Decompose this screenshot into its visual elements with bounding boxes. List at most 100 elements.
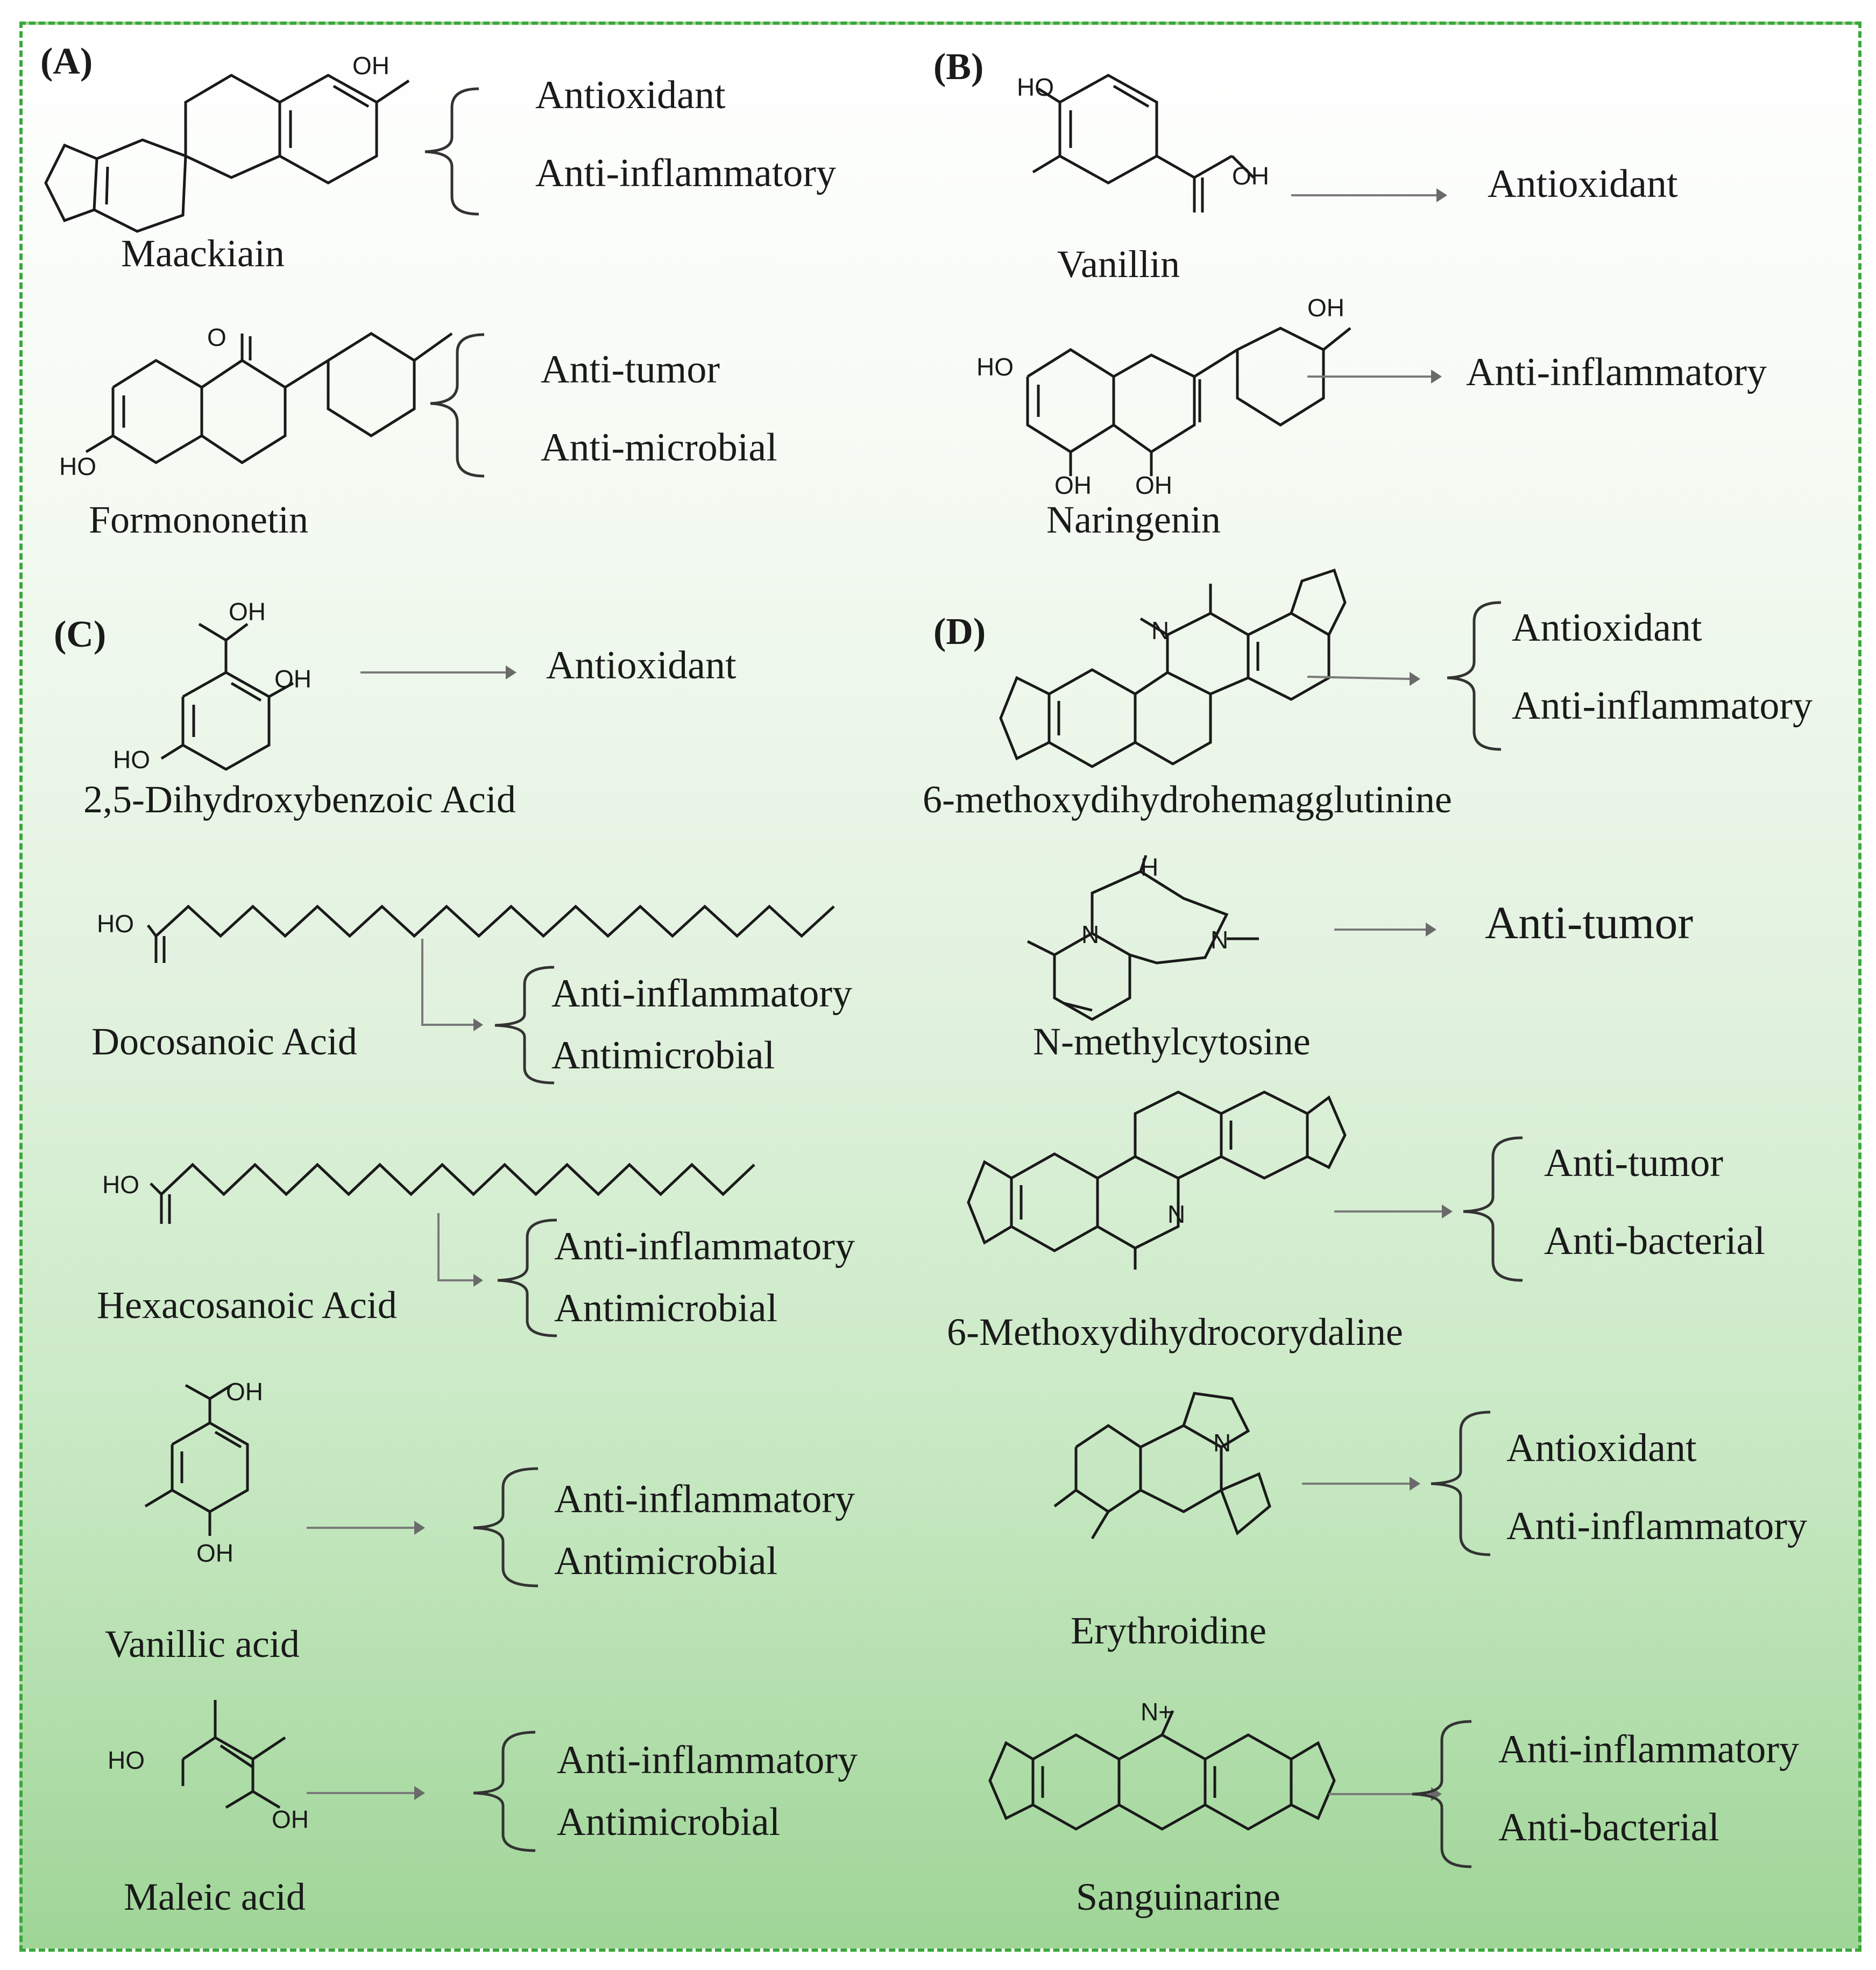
atom-h: H xyxy=(1141,853,1159,881)
dhba-structure xyxy=(160,622,294,771)
arrow-naringenin xyxy=(1307,370,1442,384)
brace-maackiain xyxy=(424,87,479,216)
arrow-hexacosanoic xyxy=(437,1213,483,1287)
atom-oh: OH xyxy=(229,598,266,626)
effect-vanillin-1: Antioxidant xyxy=(1488,162,1678,206)
atom-n-plus: N+ xyxy=(1141,1698,1173,1726)
compound-name-maleic: Maleic acid xyxy=(124,1875,306,1918)
effect-maleic-2: Antimicrobial xyxy=(557,1800,781,1844)
hexacosanoic-structure xyxy=(150,1163,755,1224)
naringenin-structure xyxy=(1026,327,1351,476)
effect-hemagglutinine-1: Antioxidant xyxy=(1512,606,1702,650)
formononetin-structure xyxy=(85,332,453,464)
atom-oh: OH xyxy=(196,1539,233,1567)
effect-methylcytosine-1: Anti-tumor xyxy=(1485,897,1693,948)
atom-oh: OH xyxy=(272,1805,309,1833)
atom-oh: OH xyxy=(352,52,390,80)
brace-docosanoic xyxy=(494,966,555,1085)
compound-name-methylcytosine: N-methylcytosine xyxy=(1033,1020,1311,1063)
effect-sanguinarine-2: Anti-bacterial xyxy=(1498,1805,1719,1849)
effect-corydaline-2: Anti-bacterial xyxy=(1544,1219,1765,1263)
methylcytosine-structure xyxy=(1027,855,1259,1021)
atom-n: N xyxy=(1167,1200,1186,1228)
brace-corydaline xyxy=(1463,1136,1523,1282)
atom-oh: OH xyxy=(274,665,312,693)
panel-label-c: (C) xyxy=(54,614,107,655)
effect-vanillic-2: Antimicrobial xyxy=(554,1539,778,1583)
compound-name-hexacosanoic: Hexacosanoic Acid xyxy=(97,1284,397,1327)
panel-label-b: (B) xyxy=(933,46,984,88)
docosanoic-structure xyxy=(147,904,835,963)
arrow-corydaline xyxy=(1334,1204,1453,1218)
compound-name-methoxydihydrohemagglutinine: 6-methoxydihydrohemagglutinine xyxy=(923,778,1452,821)
methoxydihydrocorydaline-structure xyxy=(967,1090,1347,1270)
arrow-vanillin xyxy=(1291,188,1447,202)
vanillic-structure xyxy=(144,1384,249,1536)
brace-hexacosanoic xyxy=(497,1218,557,1337)
atom-ho: HO xyxy=(59,452,96,480)
atom-ho: HO xyxy=(976,353,1014,381)
methoxydihydrohemagglutinine-structure xyxy=(999,568,1347,768)
compound-name-naringenin: Naringenin xyxy=(1046,498,1221,541)
brace-formononetin xyxy=(430,333,485,478)
compound-name-sanguinarine: Sanguinarine xyxy=(1076,1875,1280,1918)
erythroidine-structure xyxy=(1053,1392,1271,1540)
atom-oh: OH xyxy=(1135,471,1172,499)
maackiain-structure xyxy=(44,74,410,233)
atom-ho: HO xyxy=(108,1746,145,1774)
effect-formononetin-2: Anti-microbial xyxy=(541,426,777,470)
atom-ho: HO xyxy=(102,1171,139,1199)
arrow-docosanoic xyxy=(421,939,483,1031)
effect-hexacosanoic-2: Antimicrobial xyxy=(554,1286,778,1330)
brace-sanguinarine xyxy=(1412,1720,1472,1868)
effect-docosanoic-2: Antimicrobial xyxy=(551,1033,775,1078)
compound-name-methoxydihydrocorydaline: 6-Methoxydihydrocorydaline xyxy=(947,1310,1403,1354)
effect-hemagglutinine-2: Anti-inflammatory xyxy=(1512,684,1813,728)
atom-n: N xyxy=(1213,1429,1231,1457)
arrow-maleic xyxy=(307,1786,425,1800)
compound-name-vanillic: Vanillic acid xyxy=(105,1622,300,1666)
dashed-frame xyxy=(19,22,1861,1952)
effect-naringenin-1: Anti-inflammatory xyxy=(1466,350,1767,394)
effect-hexacosanoic-1: Anti-inflammatory xyxy=(554,1224,855,1269)
atom-oh: OH xyxy=(1054,471,1092,499)
brace-hemagglutinine xyxy=(1447,601,1502,751)
effect-vanillic-1: Anti-inflammatory xyxy=(554,1477,855,1521)
atom-n: N xyxy=(1210,926,1229,954)
arrow-erythroidine xyxy=(1302,1477,1420,1491)
atom-ho: HO xyxy=(97,910,134,938)
compound-name-dhba: 2,5-Dihydroxybenzoic Acid xyxy=(83,778,516,821)
arrow-hemagglutinine xyxy=(1307,672,1420,686)
atom-n: N xyxy=(1151,616,1170,644)
effect-maackiain-2: Anti-inflammatory xyxy=(535,151,836,195)
compound-name-vanillin: Vanillin xyxy=(1057,243,1180,286)
arrow-vanillic xyxy=(307,1521,425,1535)
effect-dhba-1: Antioxidant xyxy=(546,643,737,688)
effect-formononetin-1: Anti-tumor xyxy=(541,348,720,392)
compound-name-maackiain: Maackiain xyxy=(121,232,285,275)
effect-maleic-1: Anti-inflammatory xyxy=(557,1738,858,1782)
effect-erythroidine-2: Anti-inflammatory xyxy=(1506,1504,1807,1548)
brace-maleic xyxy=(473,1731,536,1852)
maleic-structure xyxy=(181,1700,286,1809)
panel-label-a: (A) xyxy=(40,41,93,82)
effect-sanguinarine-1: Anti-inflammatory xyxy=(1498,1727,1799,1771)
effect-erythroidine-1: Antioxidant xyxy=(1506,1426,1697,1470)
compound-name-formononetin: Formononetin xyxy=(89,498,308,541)
atom-ho: HO xyxy=(1017,73,1054,101)
effect-corydaline-1: Anti-tumor xyxy=(1544,1141,1723,1185)
atom-oh: OH xyxy=(1232,162,1269,190)
brace-erythroidine xyxy=(1431,1411,1491,1556)
compound-name-docosanoic: Docosanoic Acid xyxy=(91,1020,357,1063)
panel-label-d: (D) xyxy=(933,611,986,653)
arrow-methylcytosine xyxy=(1334,923,1436,937)
compound-name-erythroidine: Erythroidine xyxy=(1071,1609,1266,1652)
atom-n: N xyxy=(1081,920,1100,948)
arrow-dhba xyxy=(360,665,516,679)
sanguinarine-structure xyxy=(988,1710,1336,1831)
atom-oh: OH xyxy=(1307,294,1344,322)
atom-o: O xyxy=(207,323,226,351)
brace-vanillic xyxy=(473,1467,539,1588)
